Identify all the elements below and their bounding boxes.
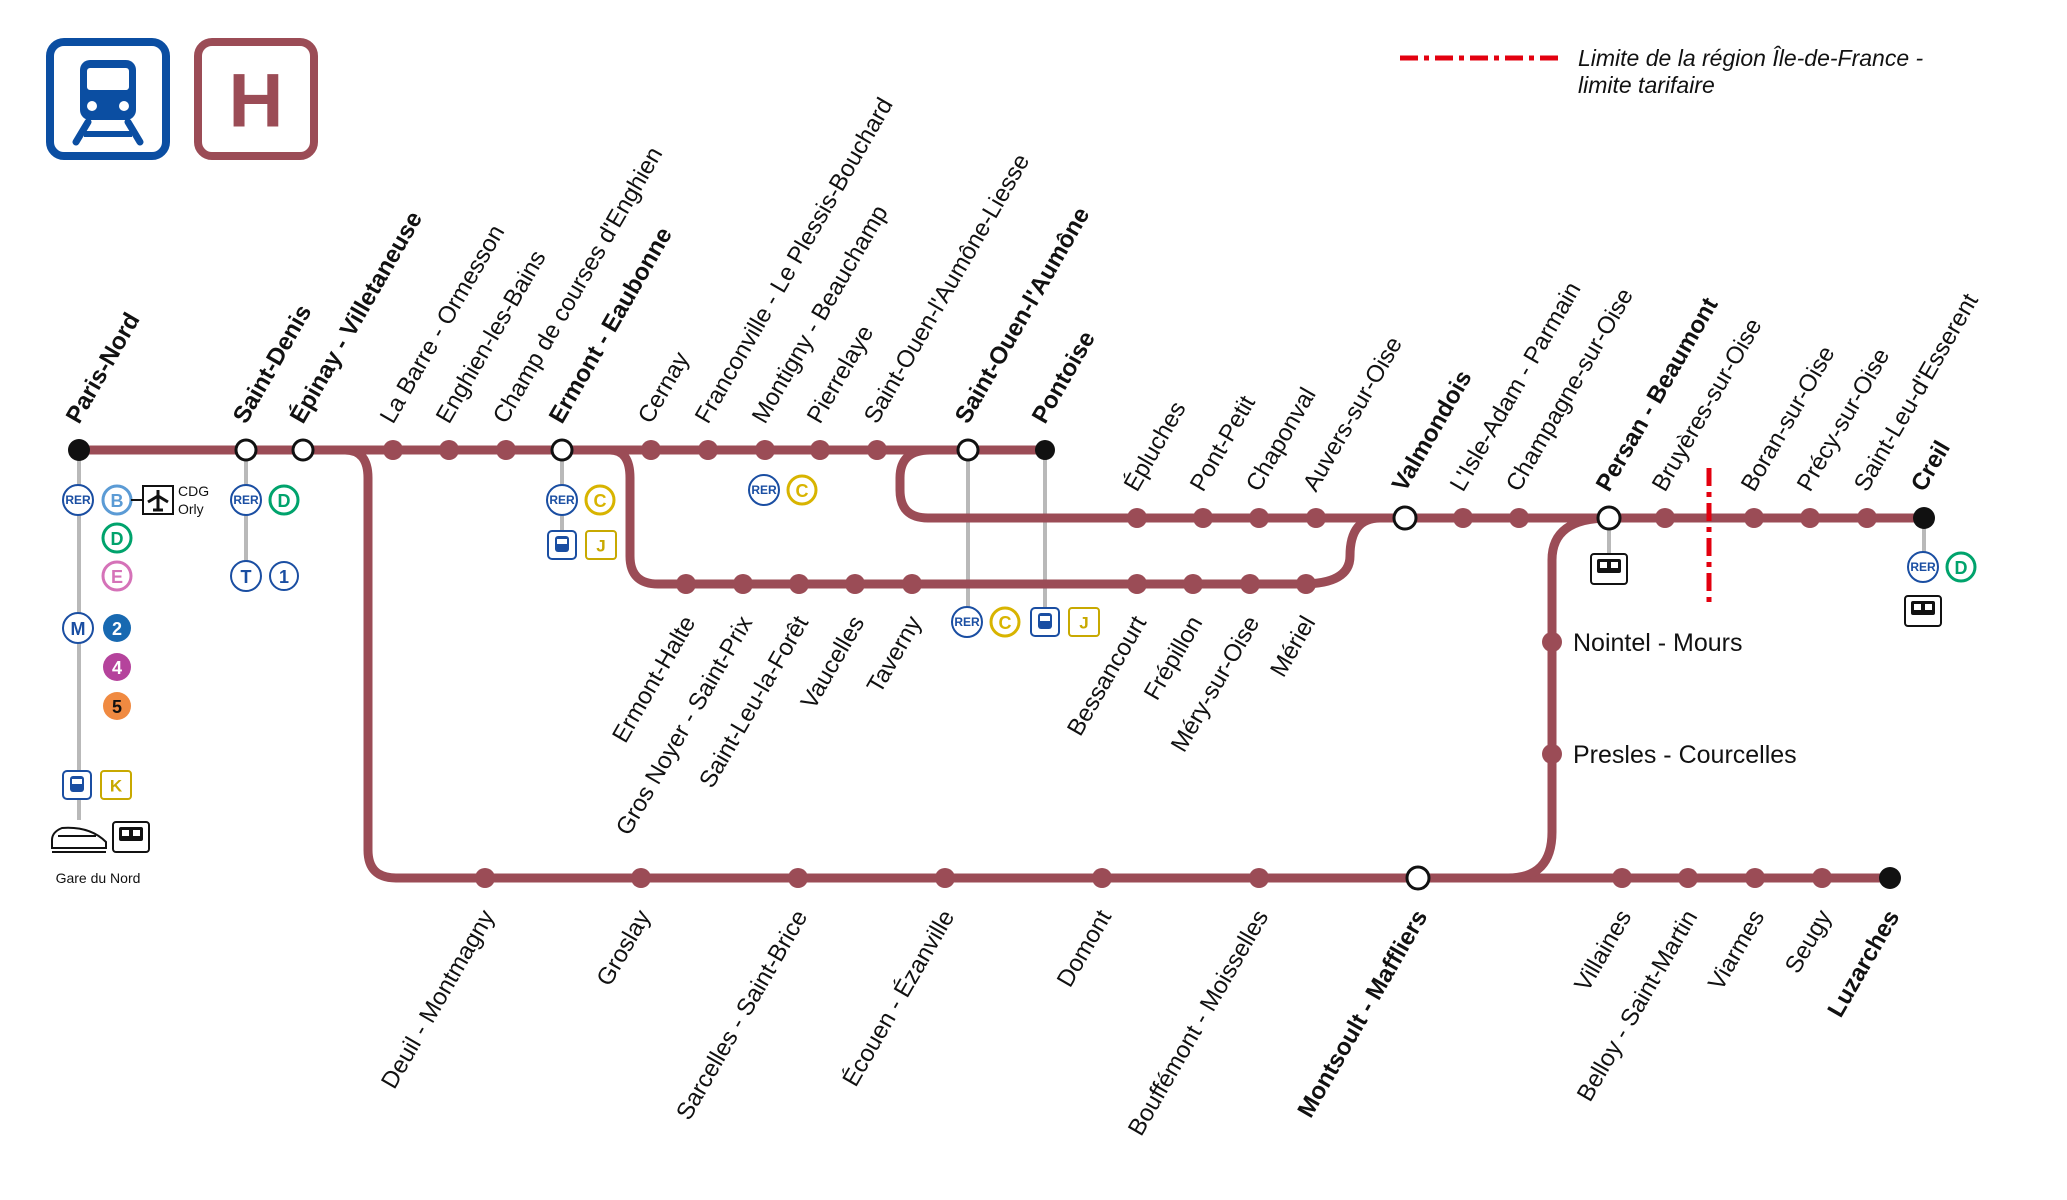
station-domont: Domont: [1052, 905, 1118, 992]
transilien-icon: [1030, 607, 1060, 637]
airport-icon: [131, 485, 174, 515]
metro-4-badge: 4: [103, 653, 131, 681]
rer-c-badge: C: [786, 474, 818, 506]
track-epinay-luzarches: [340, 445, 1895, 883]
station-deuil: Deuil - Montmagny: [376, 906, 500, 1094]
svg-text:C: C: [796, 481, 809, 501]
svg-text:J: J: [1079, 614, 1088, 633]
station-montsoult: Montsoult - Maffliers: [1292, 906, 1433, 1123]
line-letter: H: [229, 59, 284, 144]
station-presles: Presles - Courcelles: [1573, 741, 1797, 769]
svg-text:RER: RER: [751, 483, 777, 497]
station-labels-top: Paris-Nord Saint-Denis Épinay - Villetan…: [61, 93, 1984, 496]
svg-text:RER: RER: [65, 493, 91, 507]
gare-du-nord-label: Gare du Nord: [56, 870, 141, 886]
svg-text:5: 5: [112, 697, 122, 717]
suburban-train-icon: [1590, 553, 1628, 585]
svg-text:C: C: [999, 613, 1012, 633]
transilien-train-icon: [46, 38, 170, 160]
legend-text-2: limite tarifaire: [1578, 72, 1715, 98]
station-cernay: Cernay: [633, 347, 695, 428]
svg-text:K: K: [110, 777, 123, 796]
metro-2-badge: 2: [103, 614, 131, 642]
metro-5-badge: 5: [103, 692, 131, 720]
rer-c-badge: C: [584, 484, 616, 516]
track-soaumone-creil: [895, 445, 1929, 523]
transilien-icon: [62, 770, 92, 800]
legend-text-1: Limite de la région Île-de-France -: [1578, 45, 1923, 71]
legend: Limite de la région Île-de-France - limi…: [1400, 45, 1923, 98]
tram-icon: T: [230, 560, 262, 592]
rer-c-badge: C: [989, 606, 1021, 638]
suburban-train-icon: [1904, 595, 1942, 627]
svg-text:1: 1: [279, 567, 289, 587]
svg-text:E: E: [111, 567, 123, 587]
svg-text:J: J: [596, 537, 605, 556]
svg-text:T: T: [241, 567, 252, 587]
rer-d-badge: D: [268, 484, 300, 516]
station-meriel: Mériel: [1265, 612, 1321, 682]
rer-icon: RER: [230, 484, 262, 516]
svg-text:D: D: [111, 529, 124, 549]
station-groslay: Groslay: [591, 906, 656, 991]
svg-text:C: C: [594, 491, 607, 511]
rer-icon: RER: [748, 474, 780, 506]
track-persan-montsoult: [1503, 513, 1614, 883]
rer-e-badge: E: [101, 560, 133, 592]
tgv-icon: [50, 822, 108, 853]
line-h-badge: H: [194, 38, 318, 160]
station-belloy: Belloy - Saint-Martin: [1572, 906, 1703, 1107]
svg-text:RER: RER: [954, 615, 980, 629]
svg-text:RER: RER: [233, 493, 259, 507]
rer-icon: RER: [1907, 551, 1939, 583]
rer-icon: RER: [62, 484, 94, 516]
svg-text:4: 4: [112, 658, 122, 678]
rer-b-badge: B: [101, 484, 133, 516]
interchange-stations: [234, 438, 1622, 891]
svg-text:B: B: [111, 491, 124, 511]
station-nointel: Nointel - Mours: [1573, 629, 1743, 657]
svg-text:D: D: [1955, 558, 1968, 578]
svg-text:M: M: [71, 619, 86, 639]
station-viarmes: Viarmes: [1703, 906, 1770, 995]
terminus-stations: [68, 439, 1935, 889]
rer-icon: RER: [951, 606, 983, 638]
station-sarcelles: Sarcelles - Saint-Brice: [671, 906, 813, 1125]
svg-text:RER: RER: [549, 493, 575, 507]
station-auvers: Auvers-sur-Oise: [1298, 332, 1408, 496]
station-pontoise: Pontoise: [1027, 327, 1101, 428]
connections: RER B CDG Orly D E M 2: [50, 474, 1977, 886]
svg-text:2: 2: [112, 619, 122, 639]
tracks: [74, 445, 1929, 883]
station-bouffemont: Bouffémont - Moisselles: [1123, 906, 1274, 1141]
station-taverny: Taverny: [862, 612, 927, 698]
station-so-liesse: Saint-Ouen-l'Aumône-Liesse: [859, 149, 1035, 428]
station-epluches: Épluches: [1119, 397, 1192, 496]
track-ermont-taverny-valmondois: [605, 445, 1385, 589]
rer-icon: RER: [546, 484, 578, 516]
line-k-badge: K: [100, 770, 132, 800]
suburban-train-icon: [112, 821, 150, 853]
metro-icon: M: [62, 612, 94, 644]
station-villaines: Villaines: [1569, 906, 1637, 997]
station-paris-nord: Paris-Nord: [61, 308, 146, 428]
svg-text:RER: RER: [1910, 560, 1936, 574]
line-j-badge: J: [585, 530, 617, 560]
station-seugy: Seugy: [1780, 906, 1837, 978]
station-creil: Creil: [1906, 436, 1956, 496]
airport-orly: Orly: [178, 501, 204, 517]
station-dots: [383, 440, 1877, 888]
svg-text:D: D: [278, 491, 291, 511]
station-ecouen: Écouen - Ézanville: [837, 906, 960, 1092]
line-j-badge: J: [1068, 607, 1100, 637]
transilien-icon: [547, 530, 577, 560]
rer-d-badge: D: [1945, 551, 1977, 583]
rer-d-badge: D: [101, 522, 133, 554]
airport-cdg: CDG: [178, 483, 209, 499]
tram-1-badge: 1: [269, 561, 299, 591]
